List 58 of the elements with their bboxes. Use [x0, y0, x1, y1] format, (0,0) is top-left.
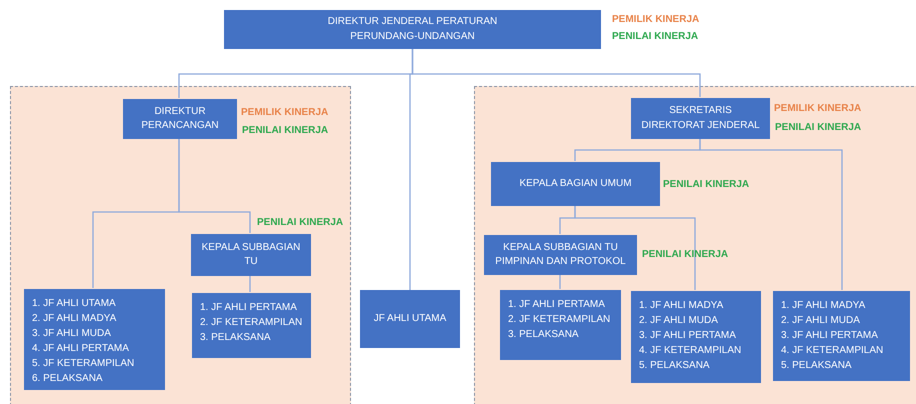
- position-title: DIREKTUR PERANCANGAN: [140, 104, 220, 133]
- position-title: JF AHLI UTAMA: [374, 312, 446, 326]
- performance-role-label: PEMILIK KINERJA: [774, 103, 862, 114]
- connector-line: [249, 275, 251, 292]
- list-item: 6. PELAKSANA: [32, 372, 103, 386]
- connector-line: [699, 138, 843, 290]
- position-box: [123, 99, 237, 139]
- dashed-group-panel: [10, 86, 351, 404]
- list-item: 2. JF KETERAMPILAN: [508, 313, 610, 327]
- position-list-box: [773, 291, 910, 381]
- performance-role-label: PENILAI KINERJA: [242, 125, 328, 136]
- list-item: 2. JF AHLI MADYA: [32, 312, 116, 326]
- position-list-box: [192, 293, 311, 358]
- performance-role-label: PENILAI KINERJA: [257, 217, 344, 228]
- position-box: [360, 290, 460, 348]
- position-list-box: [500, 290, 621, 360]
- list-item: 1. JF AHLI PERTAMA: [200, 301, 297, 315]
- list-item: 3. JF AHLI PERTAMA: [639, 329, 736, 343]
- position-title: KEPALA BAGIAN UMUM: [519, 176, 632, 191]
- list-item: 3. PELAKSANA: [200, 331, 271, 345]
- position-list-box: [24, 289, 165, 390]
- list-item: 4. JF KETERAMPILAN: [639, 344, 742, 358]
- position-box: [491, 162, 660, 206]
- connector-line: [412, 49, 701, 97]
- position-box: [191, 234, 311, 276]
- list-item: 1. JF AHLI MADYA: [639, 299, 724, 313]
- connector-line: [574, 205, 696, 290]
- list-item: 2. JF AHLI MUDA: [781, 314, 860, 328]
- list-item: 2. JF AHLI MUDA: [639, 314, 718, 328]
- performance-role-label: PENILAI KINERJA: [775, 122, 862, 133]
- performance-role-label: PENILAI KINERJA: [642, 249, 728, 260]
- position-box: [224, 10, 601, 49]
- list-item: 3. JF AHLI PERTAMA: [781, 329, 878, 343]
- list-item: 4. JF AHLI PERTAMA: [32, 342, 129, 356]
- list-item: 3. JF AHLI MUDA: [32, 327, 111, 341]
- position-box: [484, 235, 637, 275]
- list-item: 5. JF KETERAMPILAN: [32, 357, 134, 371]
- list-item: 5. PELAKSANA: [639, 359, 710, 373]
- list-item: 1. JF AHLI UTAMA: [32, 297, 116, 311]
- list-item: 1. JF AHLI MADYA: [781, 299, 866, 313]
- position-title: KEPALA SUBBAGIAN TU: [200, 240, 302, 269]
- performance-role-label: PEMILIK KINERJA: [612, 14, 700, 25]
- position-title: DIREKTUR JENDERAL PERATURAN PERUNDANG-UNDANGAN: [326, 15, 498, 44]
- list-item: 3. PELAKSANA: [508, 328, 579, 342]
- list-item: 2. JF KETERAMPILAN: [200, 316, 302, 330]
- list-item: 5. PELAKSANA: [781, 359, 852, 373]
- connector-line: [559, 274, 561, 289]
- position-box: [631, 98, 770, 139]
- position-title: SEKRETARIS DIREKTORAT JENDERAL: [640, 104, 761, 132]
- list-item: 1. JF AHLI PERTAMA: [508, 298, 605, 312]
- performance-role-label: PENILAI KINERJA: [612, 31, 698, 42]
- position-title: KEPALA SUBBAGIAN TU PIMPINAN DAN PROTOKOL: [494, 240, 627, 269]
- dashed-group-panel: [474, 86, 916, 404]
- performance-role-label: PENILAI KINERJA: [663, 179, 750, 190]
- connector-line: [178, 138, 251, 233]
- performance-role-label: PEMILIK KINERJA: [241, 107, 328, 118]
- position-list-box: [631, 291, 761, 383]
- list-item: 4. JF KETERAMPILAN: [781, 344, 884, 358]
